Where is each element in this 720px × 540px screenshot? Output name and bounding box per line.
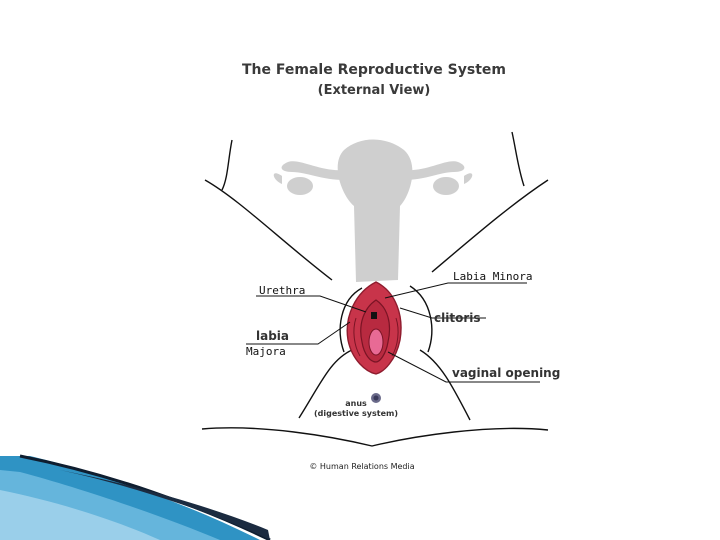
- credit-text: © Human Relations Media: [309, 462, 414, 471]
- decorative-swoosh: [0, 454, 271, 540]
- diagram-subtitle: (External View): [318, 83, 431, 98]
- urethra-marker: [371, 312, 377, 319]
- label-majora: Majora: [246, 345, 286, 358]
- label-anus: anus: [345, 399, 367, 408]
- internal-organs: [273, 139, 473, 282]
- label-anus-note: (digestive system): [314, 409, 398, 418]
- ovary-right: [433, 177, 459, 195]
- fallopian-tube-left: [281, 161, 344, 180]
- uterus: [337, 139, 413, 282]
- diagram-title: The Female Reproductive System: [242, 62, 506, 78]
- label-vaginal-opening: vaginal opening: [452, 366, 560, 380]
- label-labia: labia: [256, 329, 289, 343]
- vaginal-opening-shape: [368, 328, 384, 356]
- leader-lines: [246, 282, 540, 383]
- label-urethra: Urethra: [259, 284, 305, 297]
- fallopian-tube-right: [404, 161, 465, 180]
- label-labia-minora: Labia Minora: [453, 270, 532, 283]
- ovary-left: [287, 177, 313, 195]
- label-clitoris: clitoris: [434, 311, 481, 325]
- vulva-illustration: [346, 281, 402, 375]
